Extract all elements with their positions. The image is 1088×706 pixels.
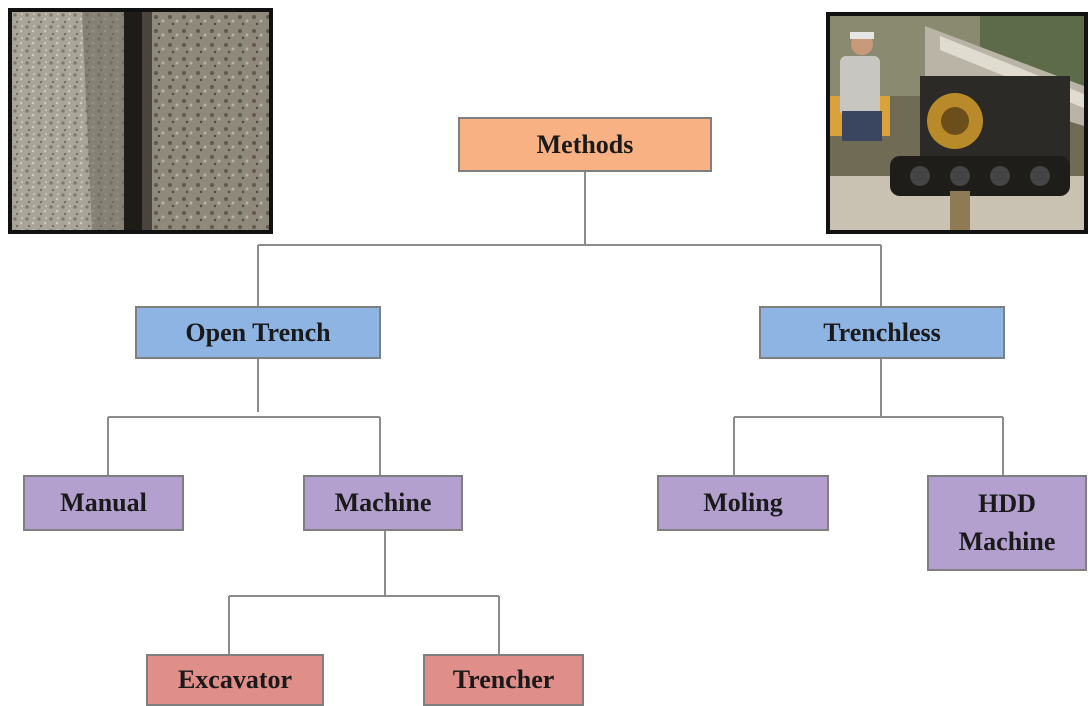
node-manual: Manual xyxy=(23,475,184,531)
node-excavator-label: Excavator xyxy=(177,665,293,695)
node-hdd-label-line1: HDD xyxy=(978,489,1036,519)
node-trencher: Trencher xyxy=(423,654,584,706)
node-machine-label: Machine xyxy=(334,488,432,518)
node-methods-label: Methods xyxy=(536,129,634,159)
trench-image xyxy=(12,12,269,230)
node-open-trench: Open Trench xyxy=(135,306,381,359)
node-hdd-label-line2: Machine xyxy=(958,527,1056,556)
node-trenchless-label: Trenchless xyxy=(823,317,941,347)
node-trenchless: Trenchless xyxy=(759,306,1005,359)
node-moling-label: Moling xyxy=(703,488,783,518)
node-moling: Moling xyxy=(657,475,829,531)
node-excavator: Excavator xyxy=(146,654,324,706)
node-methods: Methods xyxy=(458,117,712,172)
node-trencher-label: Trencher xyxy=(452,665,555,695)
node-hdd-machine: HDD Machine xyxy=(927,475,1087,571)
hdd-machine-image xyxy=(830,16,1084,230)
node-machine: Machine xyxy=(303,475,463,531)
node-manual-label: Manual xyxy=(60,488,147,518)
hdd-machine-photo xyxy=(826,12,1088,234)
node-open-trench-label: Open Trench xyxy=(185,317,331,347)
open-trench-photo xyxy=(8,8,273,234)
